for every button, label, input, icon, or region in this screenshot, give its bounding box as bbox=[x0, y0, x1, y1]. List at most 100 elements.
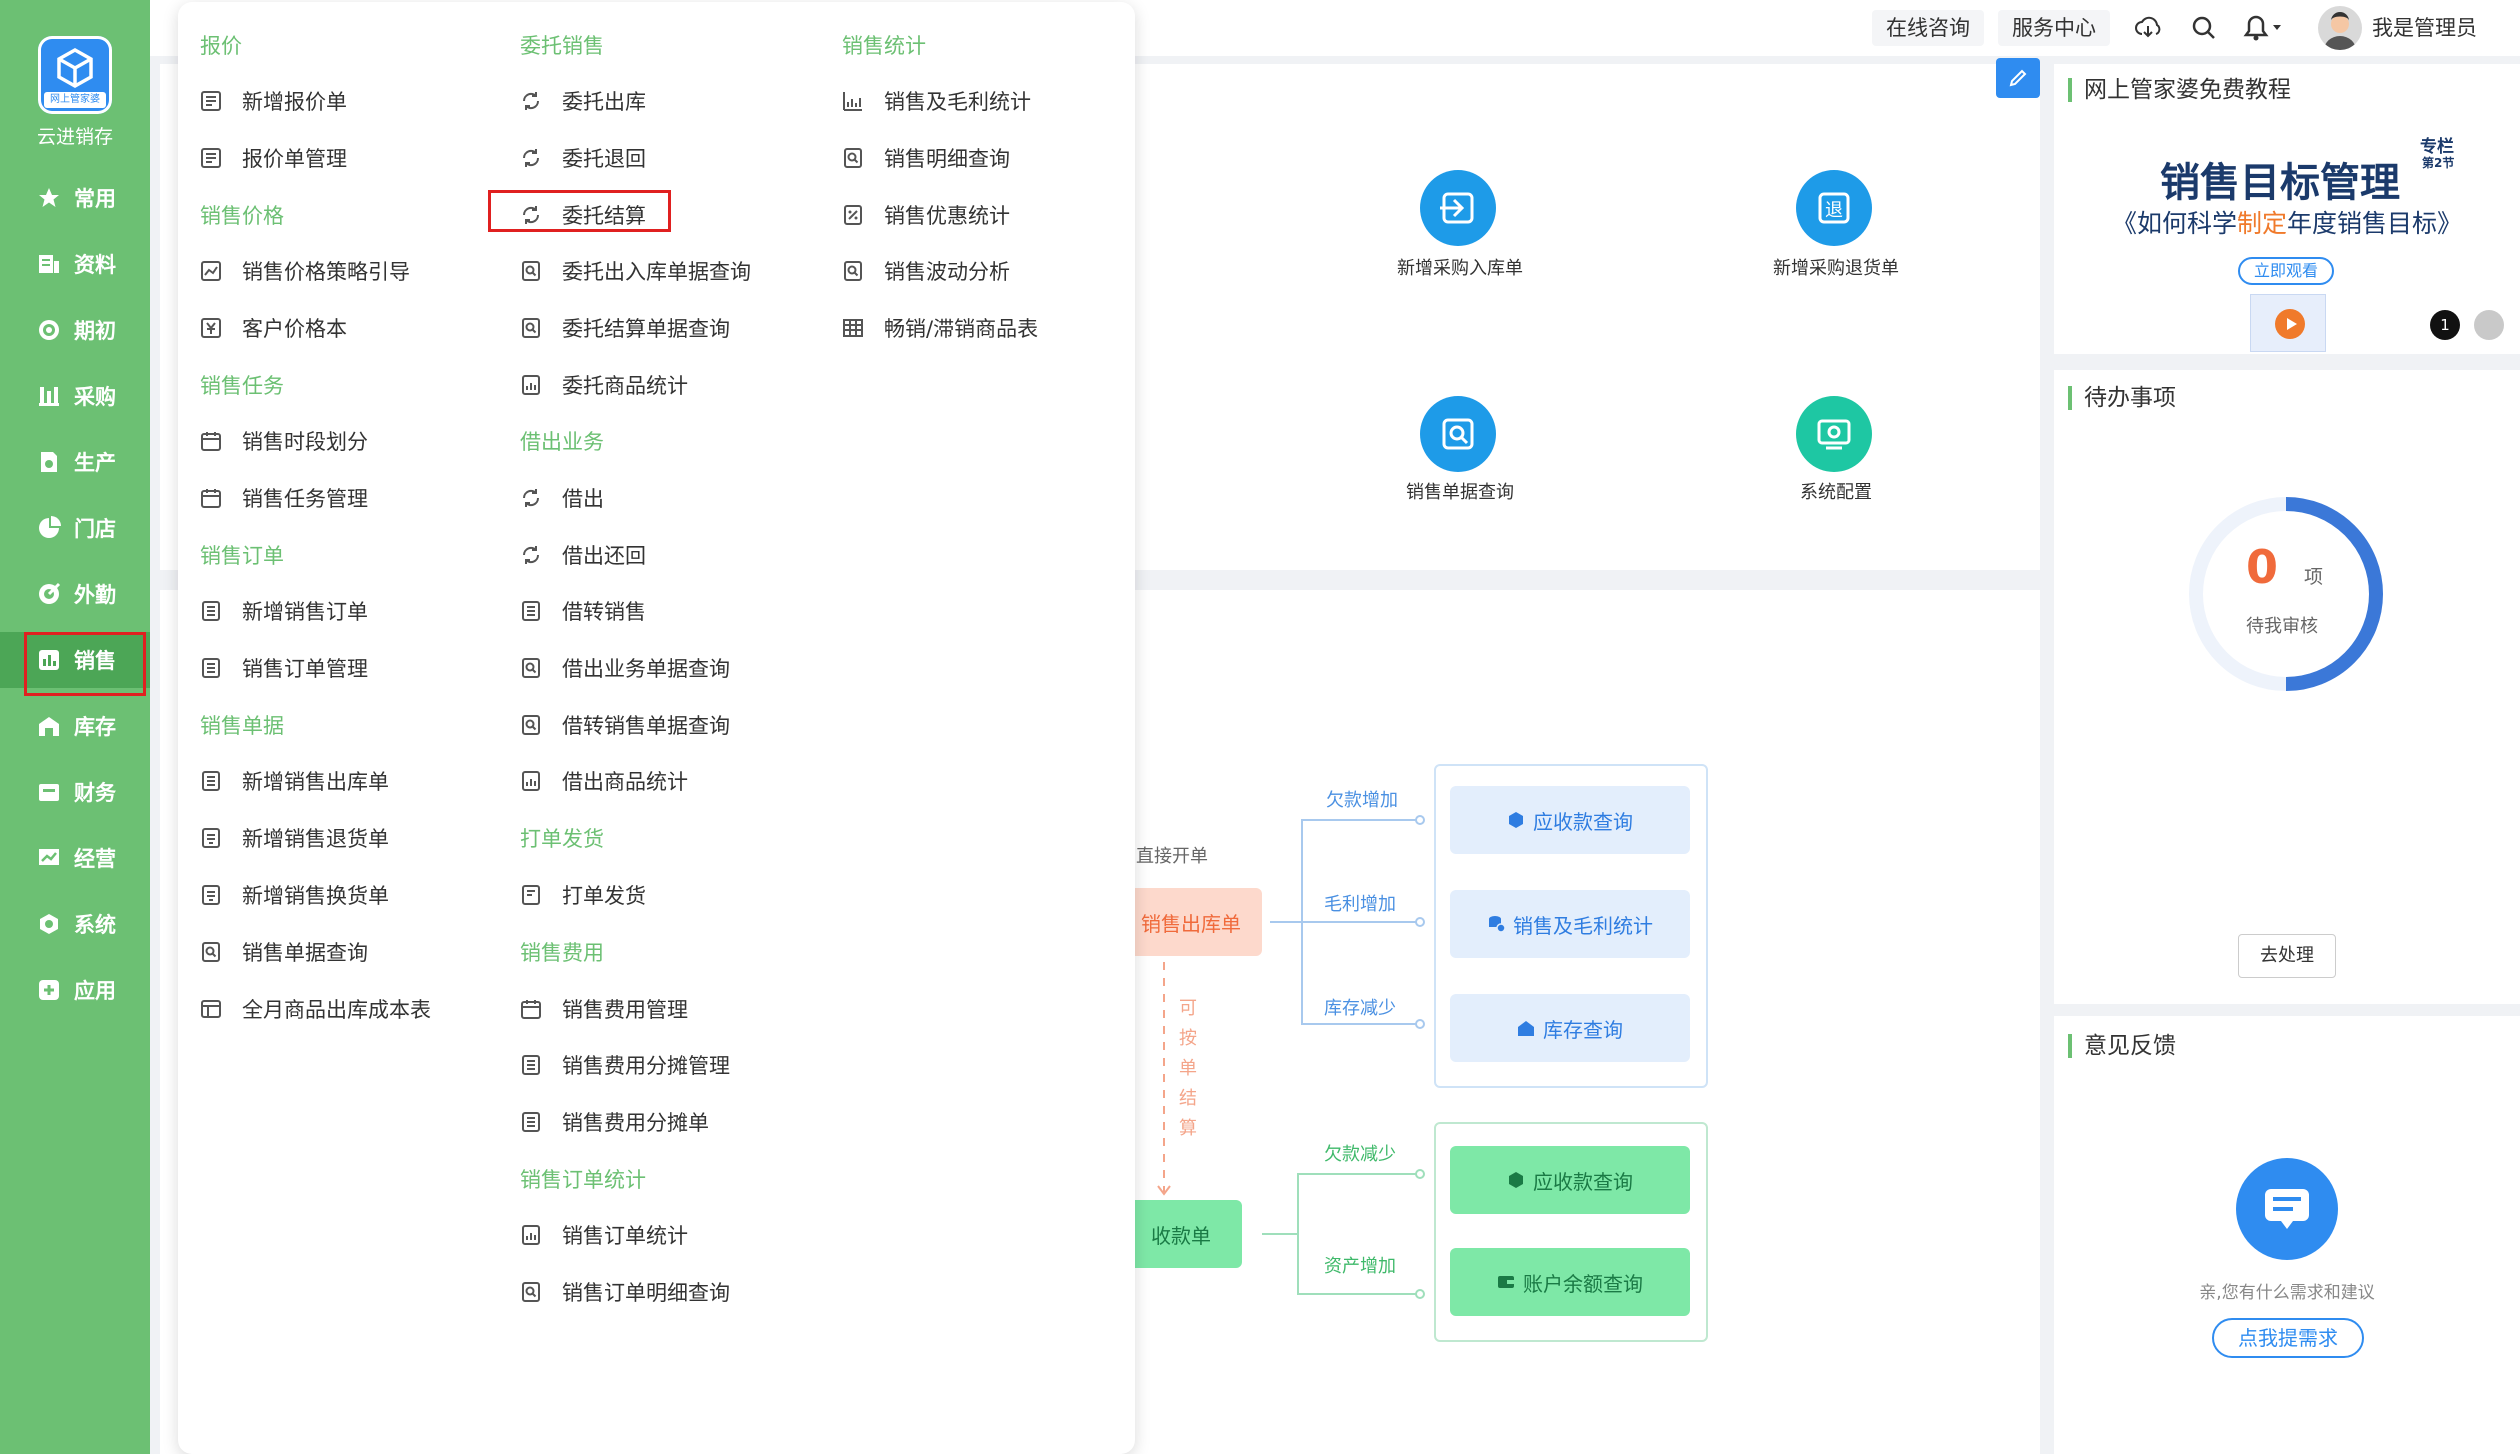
menu-item-expense-alloc-manage[interactable]: 销售费用分摊管理 bbox=[520, 1050, 730, 1080]
inventory-query-button[interactable]: 库存查询 bbox=[1450, 994, 1690, 1062]
menu-item-quote-manage[interactable]: 报价单管理 bbox=[200, 143, 347, 173]
doc-search-icon bbox=[520, 317, 542, 339]
menu-item-new-exchange[interactable]: 新增销售换货单 bbox=[200, 880, 389, 910]
menu-item-order-manage[interactable]: 销售订单管理 bbox=[200, 653, 368, 683]
menu-item-sales-discount[interactable]: 销售优惠统计 bbox=[842, 200, 1010, 230]
cloud-download-icon[interactable] bbox=[2134, 14, 2162, 46]
menu-item-new-order[interactable]: 新增销售订单 bbox=[200, 596, 368, 626]
sidebar-item-finance[interactable]: 财务 bbox=[0, 764, 150, 820]
doc-search-icon bbox=[520, 714, 542, 736]
feedback-title: 意见反馈 bbox=[2068, 1034, 2176, 1058]
search-icon[interactable] bbox=[2190, 14, 2218, 46]
bell-icon[interactable] bbox=[2240, 13, 2284, 47]
tutorial-headline[interactable]: 销售目标管理 bbox=[2160, 160, 2400, 206]
sidebar-item-field[interactable]: 外勤 bbox=[0, 566, 150, 622]
menu-item-lend-sale-query[interactable]: 借转销售单据查询 bbox=[520, 710, 730, 740]
menu-group-quote: 报价 bbox=[200, 34, 242, 58]
receivable-query-button[interactable]: 应收款查询 bbox=[1450, 786, 1690, 854]
menu-item-consign-out[interactable]: 委托出库 bbox=[520, 86, 646, 116]
flow-outbound-node[interactable]: 销售出库单 bbox=[1120, 888, 1262, 956]
receivable-icon bbox=[1507, 811, 1525, 829]
list-icon bbox=[200, 770, 222, 792]
app-logo[interactable]: 网上管家婆 bbox=[38, 36, 112, 114]
menu-item-consign-settle-query[interactable]: 委托结算单据查询 bbox=[520, 313, 730, 343]
menu-item-order-stats[interactable]: 销售订单统计 bbox=[520, 1220, 688, 1250]
menu-item-lend[interactable]: 借出 bbox=[520, 483, 604, 513]
flow-receipt-node[interactable]: 收款单 bbox=[1120, 1200, 1242, 1268]
menu-item-lend-stats[interactable]: 借出商品统计 bbox=[520, 766, 688, 796]
sidebar-item-store[interactable]: 门店 bbox=[0, 500, 150, 556]
menu-item-new-outbound[interactable]: 新增销售出库单 bbox=[200, 766, 389, 796]
quick-label[interactable]: 新增采购退货单 bbox=[1773, 258, 1899, 279]
sidebar-item-label: 销售 bbox=[74, 649, 116, 673]
service-center-button[interactable]: 服务中心 bbox=[1998, 10, 2110, 46]
feedback-chat-icon[interactable] bbox=[2236, 1158, 2338, 1260]
sales-query-icon[interactable] bbox=[1420, 396, 1496, 472]
sidebar-item-profile[interactable]: 资料 bbox=[0, 236, 150, 292]
menu-item-lend-return[interactable]: 借出还回 bbox=[520, 540, 646, 570]
sidebar-item-opening[interactable]: 期初 bbox=[0, 302, 150, 358]
sidebar-item-apps[interactable]: 应用 bbox=[0, 962, 150, 1018]
system-config-icon[interactable] bbox=[1796, 396, 1872, 472]
menu-item-doc-query[interactable]: 销售单据查询 bbox=[200, 937, 368, 967]
menu-item-sales-wave[interactable]: 销售波动分析 bbox=[842, 256, 1010, 286]
watch-now-button[interactable]: 立即观看 bbox=[2238, 257, 2334, 285]
edit-button[interactable] bbox=[1996, 58, 2040, 98]
avatar[interactable] bbox=[2318, 6, 2362, 50]
purchase-inbound-icon[interactable] bbox=[1420, 170, 1496, 246]
menu-item-task-manage[interactable]: 销售任务管理 bbox=[200, 483, 368, 513]
quick-label[interactable]: 新增采购入库单 bbox=[1397, 258, 1523, 279]
menu-item-price-strategy[interactable]: 销售价格策略引导 bbox=[200, 256, 410, 286]
cube-logo-icon bbox=[57, 47, 93, 89]
menu-item-consign-return[interactable]: 委托退回 bbox=[520, 143, 646, 173]
house-icon bbox=[1517, 1019, 1535, 1037]
submit-request-button[interactable]: 点我提需求 bbox=[2212, 1318, 2364, 1358]
online-consult-button[interactable]: 在线咨询 bbox=[1872, 10, 1984, 46]
menu-item-sales-detail[interactable]: 销售明细查询 bbox=[842, 143, 1010, 173]
account-balance-button[interactable]: 账户余额查询 bbox=[1450, 1248, 1690, 1316]
sidebar-item-common[interactable]: 常用 bbox=[0, 170, 150, 226]
todo-handle-button[interactable]: 去处理 bbox=[2238, 934, 2336, 978]
sidebar-item-label: 应用 bbox=[74, 979, 116, 1003]
menu-item-monthly-cost[interactable]: 全月商品出库成本表 bbox=[200, 994, 431, 1024]
quick-label[interactable]: 销售单据查询 bbox=[1406, 482, 1514, 503]
calendar-icon bbox=[520, 998, 542, 1020]
sales-profit-button[interactable]: 销售及毛利统计 bbox=[1450, 890, 1690, 958]
sidebar-item-production[interactable]: 生产 bbox=[0, 434, 150, 490]
menu-item-consign-stats[interactable]: 委托商品统计 bbox=[520, 370, 688, 400]
sidebar-item-warehouse[interactable]: 库存 bbox=[0, 698, 150, 754]
menu-item-consign-settle[interactable]: 委托结算 bbox=[520, 200, 646, 230]
cycle-icon bbox=[520, 204, 542, 226]
receivable-query-button-2[interactable]: 应收款查询 bbox=[1450, 1146, 1690, 1214]
menu-item-expense-manage[interactable]: 销售费用管理 bbox=[520, 994, 688, 1024]
todo-unit: 项 bbox=[2304, 566, 2324, 588]
menu-item-expense-alloc[interactable]: 销售费用分摊单 bbox=[520, 1107, 709, 1137]
menu-item-best-slow[interactable]: 畅销/滞销商品表 bbox=[842, 313, 1038, 343]
menu-item-customer-price[interactable]: 客户价格本 bbox=[200, 313, 347, 343]
production-icon bbox=[36, 449, 62, 475]
menu-item-order-detail[interactable]: 销售订单明细查询 bbox=[520, 1277, 730, 1307]
flow-dashed-arrow bbox=[1157, 962, 1171, 1196]
button-label: 库存查询 bbox=[1543, 1017, 1623, 1042]
menu-item-new-quote[interactable]: 新增报价单 bbox=[200, 86, 347, 116]
carousel-dot-active[interactable]: 1 bbox=[2430, 310, 2460, 340]
menu-item-lend-doc-query[interactable]: 借出业务单据查询 bbox=[520, 653, 730, 683]
menu-group-order: 销售订单 bbox=[200, 544, 284, 568]
username[interactable]: 我是管理员 bbox=[2372, 16, 2477, 40]
menu-item-time-split[interactable]: 销售时段划分 bbox=[200, 426, 368, 456]
quick-label[interactable]: 系统配置 bbox=[1800, 482, 1872, 503]
doc-search-icon bbox=[842, 147, 864, 169]
sidebar-item-business[interactable]: 经营 bbox=[0, 830, 150, 886]
sidebar-item-purchase[interactable]: 采购 bbox=[0, 368, 150, 424]
menu-item-lend-to-sale[interactable]: 借转销售 bbox=[520, 596, 646, 626]
price-book-icon bbox=[200, 317, 222, 339]
menu-item-consign-io-query[interactable]: 委托出入库单据查询 bbox=[520, 256, 751, 286]
menu-item-sales-profit[interactable]: 销售及毛利统计 bbox=[842, 86, 1031, 116]
menu-item-ship[interactable]: 打单发货 bbox=[520, 880, 646, 910]
purchase-return-icon[interactable]: 退 bbox=[1796, 170, 1872, 246]
app-name: 云进销存 bbox=[36, 126, 113, 148]
video-thumbnail[interactable] bbox=[2250, 294, 2326, 352]
carousel-dot[interactable] bbox=[2474, 310, 2504, 340]
menu-item-new-return[interactable]: 新增销售退货单 bbox=[200, 823, 389, 853]
sidebar-item-system[interactable]: 系统 bbox=[0, 896, 150, 952]
